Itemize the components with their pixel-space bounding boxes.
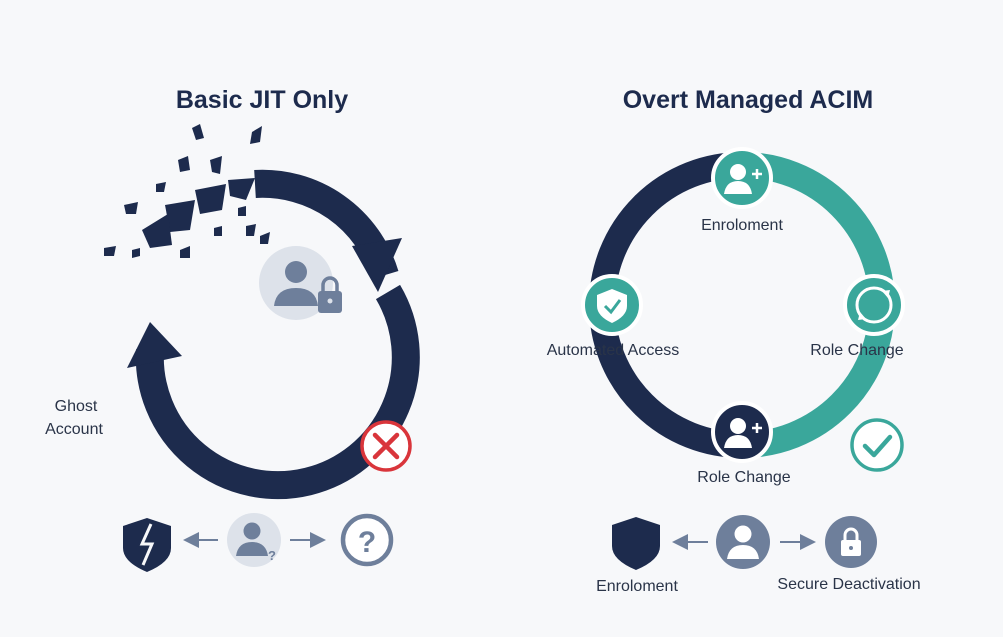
question-circle-icon: ? [340, 513, 394, 567]
left-panel-title: Basic JIT Only [176, 86, 348, 114]
fragment [246, 224, 256, 236]
user-question-icon: ? [227, 513, 281, 567]
fragment [228, 178, 255, 200]
node-top-label: Enroloment [701, 217, 783, 234]
refresh-icon [855, 286, 893, 324]
fragment [142, 214, 172, 248]
bottom-right-label: Secure Deactivation [777, 576, 920, 593]
ghost-account-label-line1: Ghost [55, 398, 98, 415]
fragment [165, 200, 195, 232]
node-role-change-right [843, 274, 905, 336]
fragment [210, 156, 222, 174]
node-bottom-label: Role Change [697, 469, 791, 486]
ghost-account-label-line2: Account [45, 421, 103, 438]
fragment [195, 184, 226, 214]
fragment [124, 202, 138, 214]
fragment [156, 182, 166, 192]
node-automated-access [581, 274, 643, 336]
fragment [180, 246, 190, 258]
shield-icon [612, 517, 660, 570]
bottom-left-label: Enroloment [596, 578, 678, 595]
broken-cycle [127, 169, 420, 500]
cycle-arrowhead-left [127, 322, 182, 368]
right-panel-title: Overt Managed ACIM [623, 86, 874, 114]
svg-text:?: ? [268, 548, 276, 563]
shield-check-icon [597, 289, 627, 323]
shattered-fragments [104, 124, 270, 258]
node-enrolment [711, 147, 773, 209]
fragment [104, 246, 116, 256]
fragment [178, 156, 190, 172]
svg-text:?: ? [358, 526, 376, 559]
fragment [192, 124, 204, 140]
node-role-change-bottom [711, 401, 773, 463]
cycle-arc-bottom [135, 284, 420, 500]
broken-shield-icon [123, 518, 171, 572]
fragment [214, 226, 222, 236]
node-left-label: Automated Access [547, 342, 680, 359]
green-check-circle-icon [850, 418, 904, 472]
locked-user-icon [259, 246, 342, 320]
user-icon [716, 515, 770, 569]
add-user-icon [730, 164, 746, 180]
fragment [260, 232, 270, 244]
fragment [132, 248, 140, 258]
add-user-icon [730, 418, 746, 434]
node-right-label: Role Change [810, 342, 904, 359]
fragment [250, 126, 262, 144]
cycle-arrowhead-right [352, 238, 402, 292]
fragment [238, 206, 246, 216]
lock-circle-icon [825, 516, 877, 568]
red-x-circle-icon [360, 420, 412, 472]
